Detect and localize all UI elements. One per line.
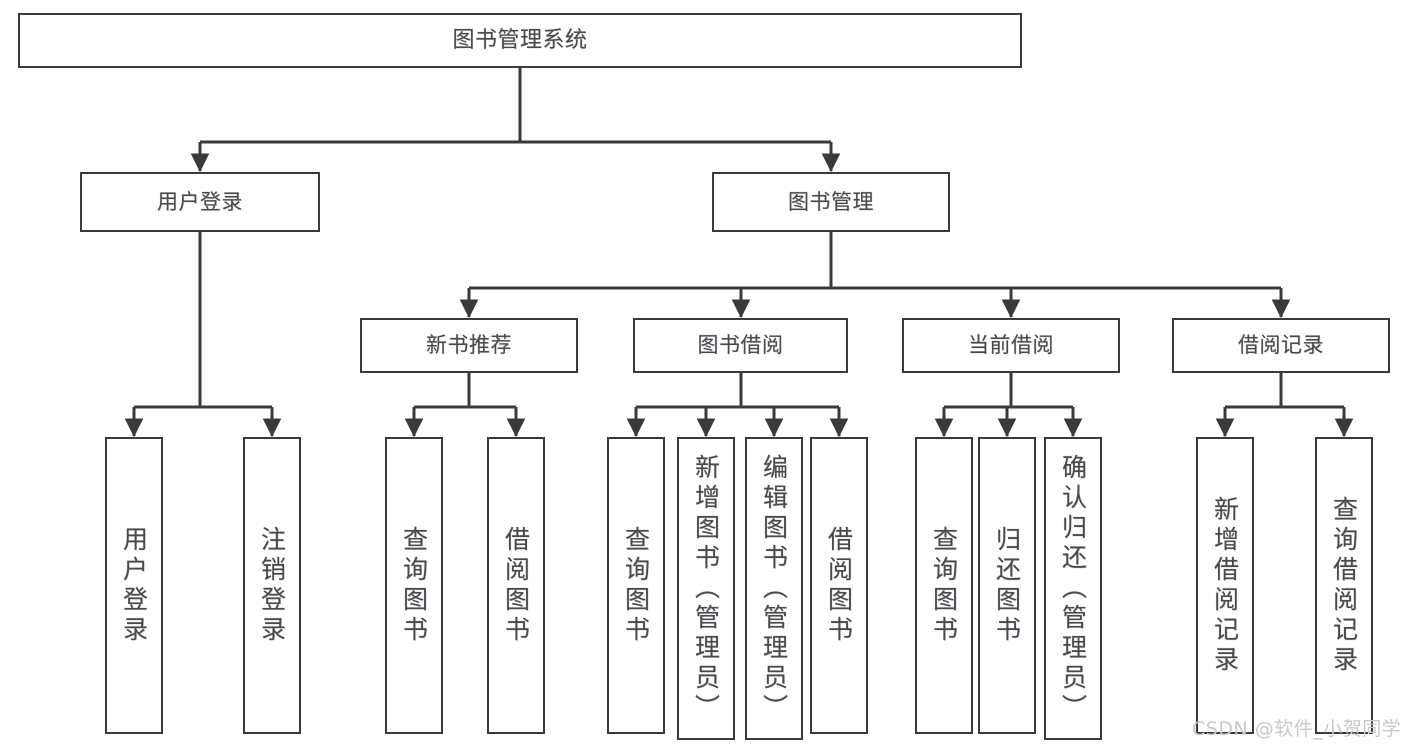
node-label: 查询图书 xyxy=(621,525,651,646)
node-root[interactable]: 图书管理系统 xyxy=(18,13,1022,68)
node-label: 新增图书（管理员） xyxy=(691,453,721,724)
node-label: 用户登录 xyxy=(119,525,149,646)
node-newbook[interactable]: 新书推荐 xyxy=(360,318,578,373)
node-leaf-logout[interactable]: 注销登录 xyxy=(243,437,301,734)
node-label: 借阅图书 xyxy=(501,525,531,646)
node-bookmgmt[interactable]: 图书管理 xyxy=(712,172,950,232)
node-label: 借阅图书 xyxy=(824,525,854,646)
node-label: 图书管理系统 xyxy=(452,27,588,53)
node-leaf-query-new[interactable]: 查询图书 xyxy=(385,437,443,734)
node-label: 新增借阅记录 xyxy=(1210,495,1240,676)
node-label: 借阅记录 xyxy=(1238,333,1324,358)
node-leaf-return[interactable]: 归还图书 xyxy=(978,437,1036,734)
node-label: 查询图书 xyxy=(399,525,429,646)
node-label: 图书借阅 xyxy=(697,333,784,358)
node-current[interactable]: 当前借阅 xyxy=(902,318,1120,373)
node-label: 当前借阅 xyxy=(968,333,1054,358)
node-label: 注销登录 xyxy=(257,525,287,646)
node-leaf-login[interactable]: 用户登录 xyxy=(105,437,163,734)
node-leaf-query-c[interactable]: 查询图书 xyxy=(915,437,973,734)
node-label: 确认归还（管理员） xyxy=(1058,453,1088,724)
node-leaf-edit-book[interactable]: 编辑图书（管理员） xyxy=(745,437,803,740)
node-leaf-borrow-b[interactable]: 借阅图书 xyxy=(810,437,868,734)
node-leaf-add-book[interactable]: 新增图书（管理员） xyxy=(677,437,735,740)
node-label: 图书管理 xyxy=(788,189,874,214)
node-leaf-borrow-new[interactable]: 借阅图书 xyxy=(487,437,545,734)
node-label: 查询借阅记录 xyxy=(1329,495,1359,676)
node-borrow[interactable]: 图书借阅 xyxy=(633,318,848,373)
node-leaf-confirm[interactable]: 确认归还（管理员） xyxy=(1044,437,1102,740)
node-leaf-add-record[interactable]: 新增借阅记录 xyxy=(1196,437,1254,734)
node-label: 新书推荐 xyxy=(426,333,512,358)
node-login[interactable]: 用户登录 xyxy=(80,172,320,232)
csdn-watermark: CSDN @软件_小贺同学 xyxy=(1192,718,1402,740)
node-label: 查询图书 xyxy=(929,525,959,646)
node-label: 编辑图书（管理员） xyxy=(759,453,789,724)
node-records[interactable]: 借阅记录 xyxy=(1172,318,1390,373)
node-leaf-query-record[interactable]: 查询借阅记录 xyxy=(1315,437,1373,734)
node-label: 归还图书 xyxy=(992,525,1022,646)
node-leaf-query-b[interactable]: 查询图书 xyxy=(607,437,665,734)
node-label: 用户登录 xyxy=(157,189,243,214)
